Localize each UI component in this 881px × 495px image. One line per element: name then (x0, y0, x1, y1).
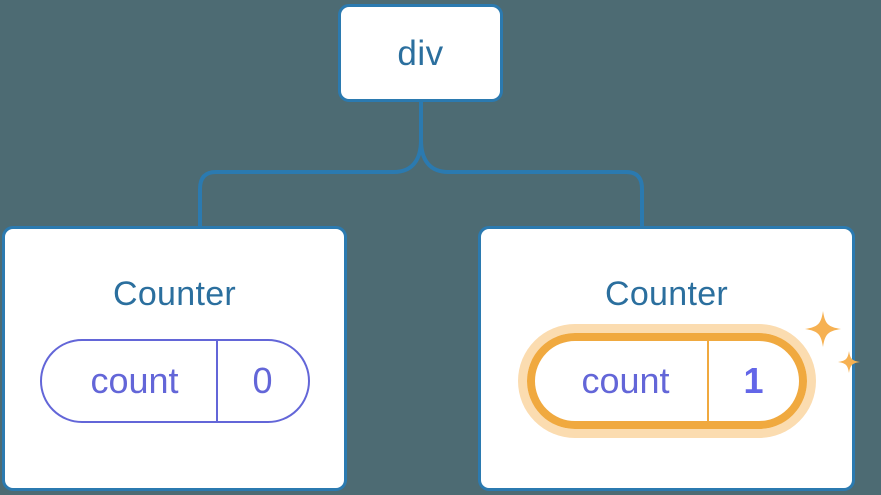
node-counter-right-body: Counter count 1 (481, 229, 860, 488)
node-div-label: div (397, 33, 444, 73)
state-pill-wrapper-right: count 1 (526, 311, 860, 429)
state-key-right: count (581, 360, 670, 401)
sparkle-group (804, 311, 860, 373)
state-pill-left[interactable]: count 0 (39, 339, 310, 423)
node-counter-left-body: Counter count 0 (5, 229, 344, 488)
node-div[interactable]: div (338, 4, 503, 102)
sparkle-icon (805, 311, 841, 347)
node-counter-right[interactable]: Counter count 1 (478, 226, 860, 491)
sparkle-small-icon (837, 351, 860, 373)
node-counter-left[interactable]: Counter count 0 (2, 226, 347, 491)
node-counter-left-title: Counter (112, 275, 237, 313)
node-counter-right-title: Counter (604, 275, 729, 313)
state-pill-wrapper-left: count 0 (39, 339, 310, 423)
sparkle-icon (805, 311, 841, 347)
state-pill-right[interactable]: count 1 (526, 333, 807, 429)
state-value-left: 0 (215, 341, 308, 421)
state-key-left: count (90, 360, 179, 401)
state-value-right: 1 (706, 341, 799, 421)
